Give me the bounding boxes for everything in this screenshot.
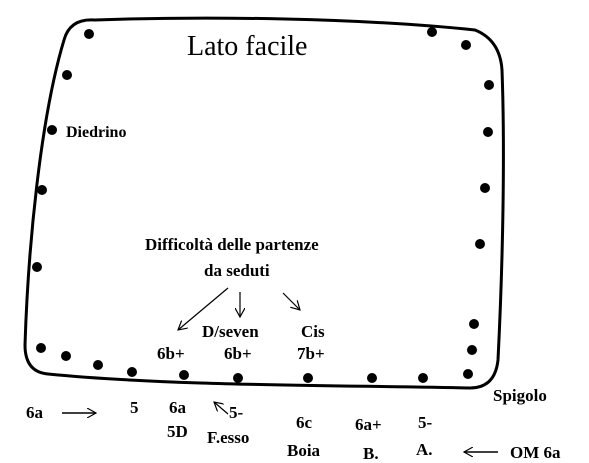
hold-dot [467,345,477,355]
hold-dot [427,27,437,37]
route-name: 5D [167,422,188,441]
hold-dot [179,370,189,380]
hold-dot [480,183,490,193]
route-grade: 5- [418,413,433,432]
hold-dot [127,367,137,377]
left-start-grade: 6a [26,403,44,422]
difficulty-heading-line1: Difficoltà delle partenze [145,235,319,254]
fesso-arrow [214,402,229,415]
route-grade: 5- [229,403,244,422]
arrow-to-seated-1 [178,287,229,330]
hold-dot [61,351,71,361]
title: Lato facile [187,31,307,62]
difficulty-heading-line2: da seduti [204,261,270,280]
seated-start-grade: 6b+ [224,344,252,363]
hold-dot [36,343,46,353]
route-grade: 6c [296,413,313,432]
seated-start-name: Cis [301,322,325,341]
hold-dot [37,185,47,195]
hold-dot [62,70,72,80]
hold-dot [475,239,485,249]
route-name: Boia [287,441,321,460]
route-name: F.esso [207,428,249,447]
hold-dot [418,373,428,383]
hold-dot [93,360,103,370]
hold-dot [367,373,377,383]
om-label: OM 6a [510,443,561,462]
diedrino-label: Diedrino [66,124,126,141]
seated-start-arrows [178,287,300,330]
hold-dot [47,125,57,135]
route-grade: 5 [130,398,139,417]
route-name: B. [363,444,379,463]
hold-dot [484,80,494,90]
spigolo-label: Spigolo [493,386,547,405]
hold-dot [32,262,42,272]
route-grade: 6a+ [355,415,382,434]
route-name: A. [416,440,433,459]
hold-dots [32,27,494,383]
seated-start-name: D/seven [202,322,259,341]
seated-start-grade: 7b+ [297,344,325,363]
hold-dot [84,29,94,39]
boulder-outline [23,16,505,390]
hold-dot [233,373,243,383]
hold-dot [303,373,313,383]
hold-dot [463,369,473,379]
hold-dot [461,40,471,50]
seated-start-grade: 6b+ [157,344,185,363]
arrow-to-seated-3 [282,292,300,310]
hold-dot [483,127,493,137]
route-grade: 6a [169,398,187,417]
hold-dot [469,319,479,329]
